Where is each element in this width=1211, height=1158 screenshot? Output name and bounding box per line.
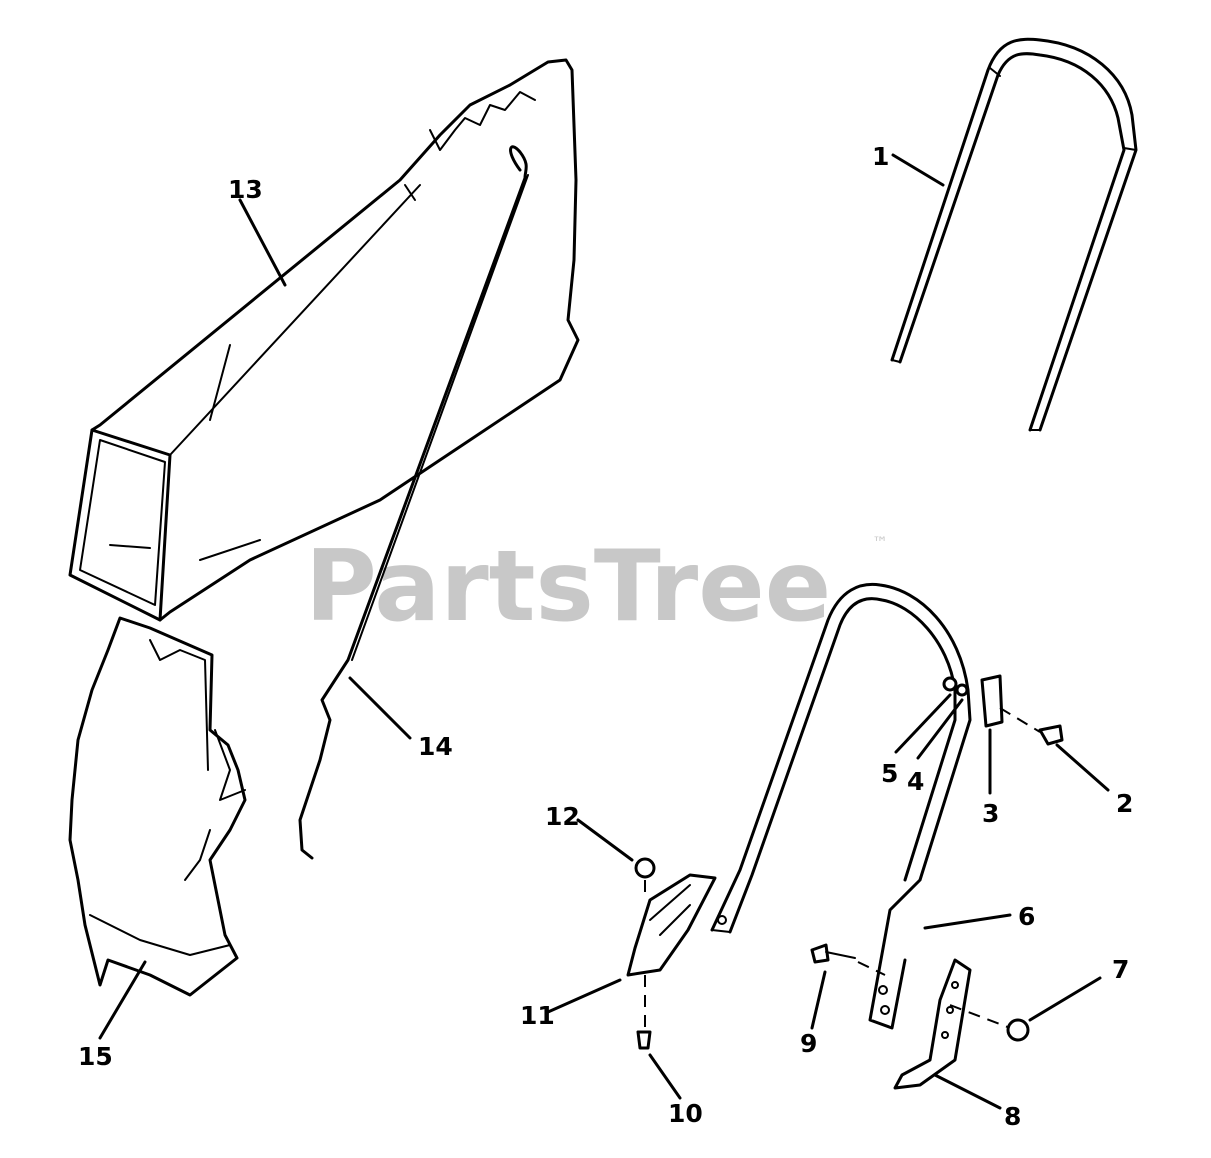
part-upper-handle <box>890 37 1138 432</box>
part-lower-handle <box>710 582 972 1030</box>
callout-11: 11 <box>520 1001 555 1030</box>
callout-5: 5 <box>881 759 898 788</box>
part-bolt-10 <box>636 1030 652 1050</box>
callout-3: 3 <box>982 799 999 828</box>
callout-6: 6 <box>1018 902 1035 931</box>
part-mounting-bracket <box>893 958 972 1090</box>
part-grass-bag <box>68 58 580 622</box>
callout-4: 4 <box>907 767 924 796</box>
callout-12: 12 <box>545 802 580 831</box>
callout-9: 9 <box>800 1029 817 1058</box>
callout-7: 7 <box>1112 955 1129 984</box>
part-plate-3 <box>980 674 1004 728</box>
part-nut-12 <box>634 857 656 879</box>
callout-15: 15 <box>78 1042 113 1071</box>
leader-lines <box>98 153 1110 1110</box>
part-bolt-9 <box>810 943 830 964</box>
part-nut-5 <box>942 676 958 692</box>
callout-labels: 1 2 3 4 5 6 7 8 9 10 11 12 13 14 15 <box>78 142 1133 1131</box>
callout-1: 1 <box>872 142 889 171</box>
part-nut-7 <box>1006 1018 1030 1042</box>
part-latch-plate <box>626 873 717 977</box>
callout-10: 10 <box>668 1099 703 1128</box>
part-bag-rod <box>298 145 529 860</box>
callout-2: 2 <box>1116 789 1133 818</box>
part-washer-4 <box>955 683 969 697</box>
part-discharge-chute <box>68 616 247 997</box>
part-bolt-2 <box>1038 724 1064 746</box>
callout-8: 8 <box>1004 1102 1021 1131</box>
watermark-trademark: ™ <box>872 533 888 552</box>
callout-14: 14 <box>418 732 453 761</box>
callout-13: 13 <box>228 175 263 204</box>
watermark-text: PartsTree <box>305 530 831 644</box>
